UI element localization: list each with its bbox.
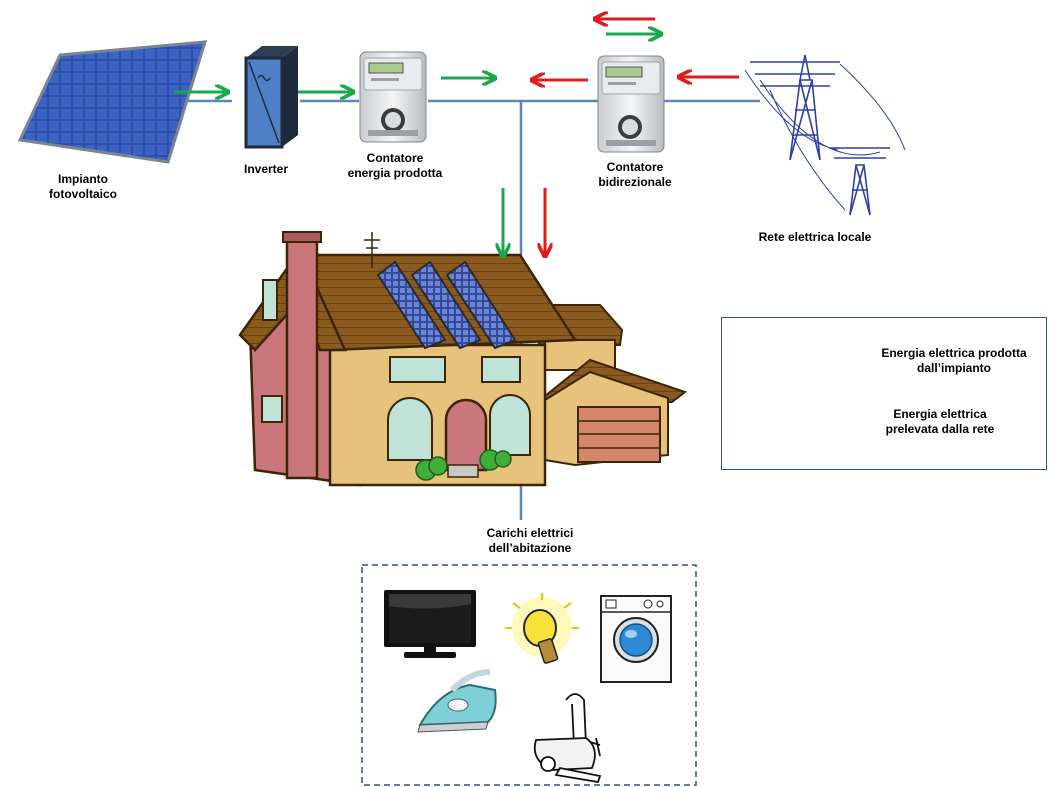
energy-meter-icon xyxy=(359,51,427,143)
light-bulb-icon xyxy=(505,593,579,664)
loads-box xyxy=(361,564,697,786)
solar-panel-icon xyxy=(17,40,208,164)
inverter-label: Inverter xyxy=(243,162,289,176)
iron-icon xyxy=(417,669,497,733)
inverter-icon xyxy=(244,46,298,149)
loads-label: Carichi elettrici dell’abitazione xyxy=(486,526,574,555)
vacuum-cleaner-icon xyxy=(533,693,602,784)
legend-green-text: Energia elettrica prodotta dall’impianto xyxy=(881,346,1027,375)
washing-machine-icon xyxy=(600,595,672,683)
pv-label: Impianto fotovoltaico xyxy=(49,172,117,201)
production-meter-label: Contatore energia prodotta xyxy=(347,151,443,180)
legend-red-text: Energia elettrica prelevata dalla rete xyxy=(885,407,995,436)
bidirectional-meter-icon xyxy=(597,55,665,153)
tv-icon xyxy=(384,590,476,658)
bidirectional-meter-label: Contatore bidirezionale xyxy=(598,160,672,189)
power-pylon-icon xyxy=(744,54,906,216)
house-icon xyxy=(238,231,688,487)
grid-label: Rete elettrica locale xyxy=(758,230,872,244)
legend: Energia elettrica prodotta dall’impianto… xyxy=(721,317,1047,470)
